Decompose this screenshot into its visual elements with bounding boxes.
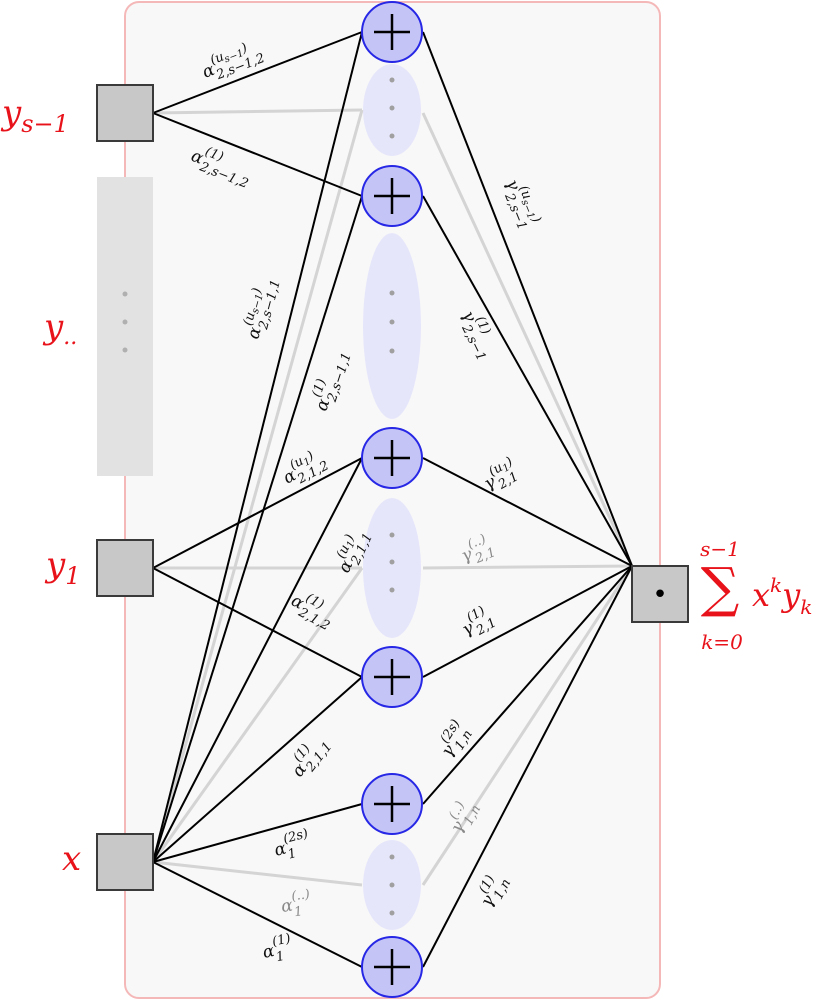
sum-upper-limit: s−1 <box>700 537 740 561</box>
adder-node <box>361 773 423 835</box>
plus-icon <box>374 440 410 476</box>
faint-edges <box>151 108 634 887</box>
adder-node <box>361 165 423 227</box>
sum-sign: ∑ <box>701 556 740 619</box>
label-ys1: ys−1 <box>0 93 69 138</box>
input-node-x <box>96 833 154 891</box>
plus-icon <box>374 14 410 50</box>
adder-node <box>361 936 423 998</box>
adder-node <box>361 646 423 708</box>
output-node-symbol: • <box>652 580 667 610</box>
sum-term: xkyk <box>752 573 812 619</box>
plus-icon <box>374 949 410 985</box>
weight-label: α(u1)2,1,1 <box>329 524 376 578</box>
input-node-y1 <box>96 539 154 597</box>
label-ydots: y.. <box>42 307 77 350</box>
plus-icon <box>374 786 410 822</box>
output-node <box>631 565 689 623</box>
placeholder-dots <box>122 291 128 353</box>
hidden-inputs-placeholder <box>97 177 153 476</box>
label-y1: y1 <box>44 545 81 590</box>
plus-icon <box>374 659 410 695</box>
adder-ellipse-lower <box>363 498 421 638</box>
weight-label: α(..)1 <box>279 887 313 922</box>
label-x: x <box>62 839 81 879</box>
ellipse-dots <box>389 77 395 916</box>
output-formula: s−1 ∑ k=0 xkyk <box>700 537 812 654</box>
weight-label: γ(us−1)2,s−1 <box>497 174 545 232</box>
weight-label: γ(1)2,1 <box>456 601 500 644</box>
input-node-ys1 <box>96 84 154 142</box>
adder-node <box>361 427 423 489</box>
adder-ellipse-middle <box>363 233 421 419</box>
weighted-edges <box>152 31 633 968</box>
sum-lower-limit: k=0 <box>701 630 743 654</box>
adder-node <box>361 1 423 63</box>
weight-label: α(2s)1 <box>271 826 314 865</box>
plus-icon <box>374 178 410 214</box>
weight-label: α(1)1 <box>260 931 296 968</box>
